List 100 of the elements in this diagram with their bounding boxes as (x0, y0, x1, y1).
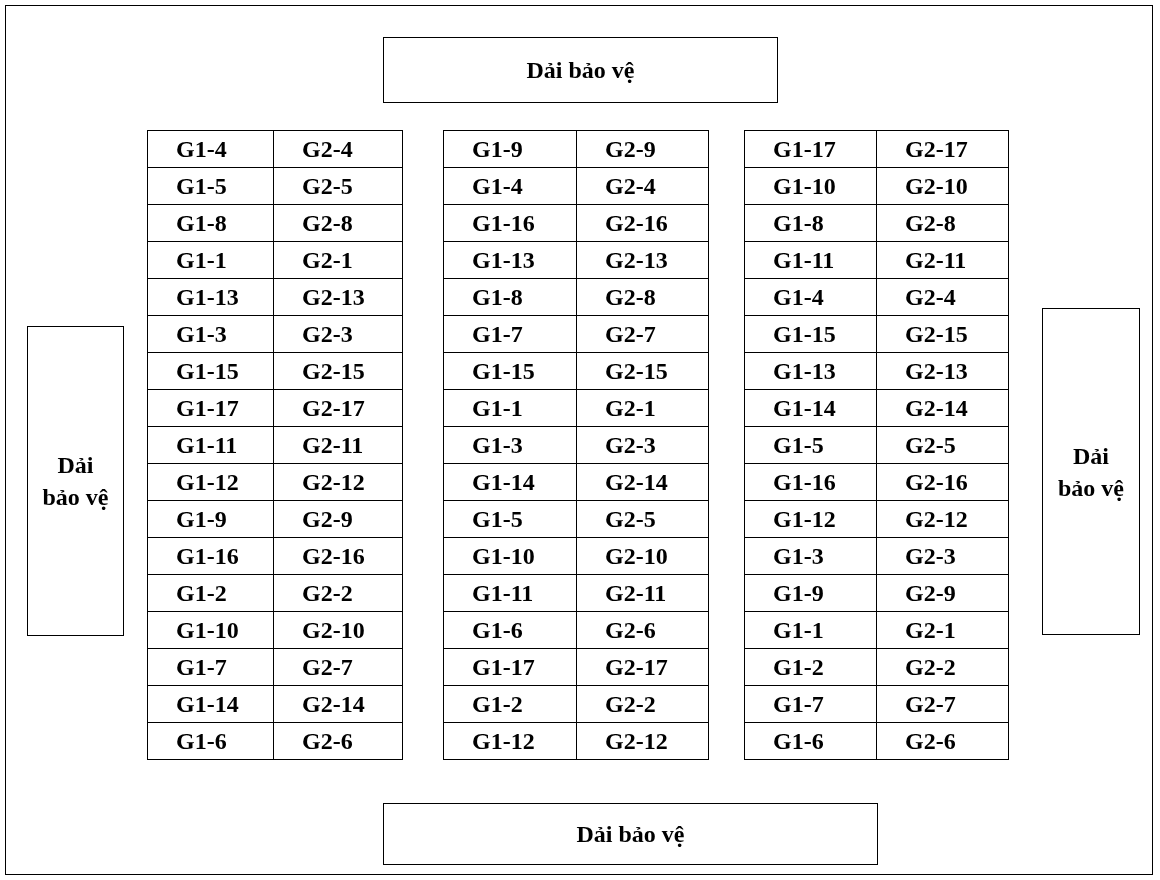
plot-cell: G1-15 (443, 352, 577, 390)
plot-cell: G1-1 (443, 389, 577, 427)
plot-cell: G1-13 (443, 241, 577, 279)
plot-cell: G2-10 (273, 611, 403, 649)
plot-cell: G1-13 (744, 352, 877, 390)
plot-cell: G1-6 (147, 722, 274, 760)
plot-cell: G1-3 (443, 426, 577, 464)
plot-cell: G1-9 (147, 500, 274, 538)
plot-cell: G1-12 (443, 722, 577, 760)
plot-cell: G1-7 (443, 315, 577, 353)
plot-cell: G1-4 (147, 130, 274, 168)
plot-cell: G2-4 (876, 278, 1009, 316)
plot-cell: G1-2 (147, 574, 274, 612)
plot-cell: G1-7 (147, 648, 274, 686)
plot-cell: G2-5 (876, 426, 1009, 464)
plot-cell: G1-11 (147, 426, 274, 464)
plot-cell: G2-13 (273, 278, 403, 316)
plot-cell: G2-2 (576, 685, 709, 723)
plot-cell: G2-15 (273, 352, 403, 390)
plot-cell: G2-10 (576, 537, 709, 575)
plot-cell: G1-8 (147, 204, 274, 242)
plot-cell: G1-15 (147, 352, 274, 390)
plot-cell: G1-6 (443, 611, 577, 649)
plot-cell: G1-3 (147, 315, 274, 353)
plot-cell: G1-5 (744, 426, 877, 464)
plot-cell: G2-4 (273, 130, 403, 168)
plot-cell: G1-1 (147, 241, 274, 279)
plot-cell: G2-8 (273, 204, 403, 242)
plot-cell: G1-3 (744, 537, 877, 575)
plot-cell: G2-6 (876, 722, 1009, 760)
plot-cell: G2-1 (273, 241, 403, 279)
plot-cell: G1-7 (744, 685, 877, 723)
plot-cell: G2-4 (576, 167, 709, 205)
plot-cell: G2-9 (876, 574, 1009, 612)
plot-cell: G2-8 (876, 204, 1009, 242)
plot-cell: G1-16 (744, 463, 877, 501)
plot-cell: G2-12 (273, 463, 403, 501)
plot-cell: G1-4 (744, 278, 877, 316)
plot-cell: G2-6 (576, 611, 709, 649)
plot-cell: G2-12 (876, 500, 1009, 538)
plot-cell: G2-13 (876, 352, 1009, 390)
plot-cell: G2-1 (576, 389, 709, 427)
plot-cell: G1-11 (744, 241, 877, 279)
plot-cell: G1-14 (744, 389, 877, 427)
plot-cell: G1-16 (443, 204, 577, 242)
plot-cell: G1-8 (744, 204, 877, 242)
protection-strip: Dải bảo vệ (383, 37, 778, 103)
plot-cell: G1-14 (443, 463, 577, 501)
plot-cell: G1-1 (744, 611, 877, 649)
plot-cell: G2-15 (576, 352, 709, 390)
plot-cell: G2-14 (576, 463, 709, 501)
plot-cell: G1-2 (744, 648, 877, 686)
plot-cell: G1-6 (744, 722, 877, 760)
plot-cell: G2-17 (876, 130, 1009, 168)
plot-cell: G1-4 (443, 167, 577, 205)
plot-cell: G2-17 (273, 389, 403, 427)
plot-cell: G1-17 (744, 130, 877, 168)
plot-cell: G1-14 (147, 685, 274, 723)
plot-cell: G2-8 (576, 278, 709, 316)
protection-strip: Dải bảo vệ (383, 803, 878, 865)
plot-cell: G1-12 (147, 463, 274, 501)
plot-cell: G2-7 (876, 685, 1009, 723)
plot-cell: G1-10 (147, 611, 274, 649)
plot-cell: G2-11 (576, 574, 709, 612)
plot-cell: G2-6 (273, 722, 403, 760)
plot-cell: G1-8 (443, 278, 577, 316)
plot-cell: G2-3 (576, 426, 709, 464)
plot-cell: G2-11 (876, 241, 1009, 279)
plot-cell: G2-11 (273, 426, 403, 464)
plot-cell: G1-15 (744, 315, 877, 353)
plot-cell: G2-13 (576, 241, 709, 279)
plot-cell: G2-2 (273, 574, 403, 612)
plot-cell: G2-12 (576, 722, 709, 760)
plot-cell: G1-17 (443, 648, 577, 686)
plot-cell: G2-16 (876, 463, 1009, 501)
plot-cell: G1-16 (147, 537, 274, 575)
plot-cell: G1-9 (443, 130, 577, 168)
protection-strip: Dải bảo vệ (27, 326, 124, 636)
plot-cell: G2-10 (876, 167, 1009, 205)
plot-cell: G2-14 (876, 389, 1009, 427)
plot-cell: G2-3 (273, 315, 403, 353)
plot-cell: G1-9 (744, 574, 877, 612)
plot-cell: G2-7 (273, 648, 403, 686)
plot-cell: G1-2 (443, 685, 577, 723)
protection-strip: Dải bảo vệ (1042, 308, 1140, 635)
plot-cell: G1-12 (744, 500, 877, 538)
plot-cell: G1-5 (147, 167, 274, 205)
plot-cell: G2-3 (876, 537, 1009, 575)
plot-cell: G1-11 (443, 574, 577, 612)
plot-cell: G2-9 (576, 130, 709, 168)
plot-cell: G2-14 (273, 685, 403, 723)
plot-cell: G1-10 (443, 537, 577, 575)
plot-cell: G1-10 (744, 167, 877, 205)
plot-cell: G2-7 (576, 315, 709, 353)
plot-cell: G2-1 (876, 611, 1009, 649)
plot-cell: G1-13 (147, 278, 274, 316)
plot-cell: G2-5 (576, 500, 709, 538)
plot-cell: G2-15 (876, 315, 1009, 353)
plot-cell: G2-5 (273, 167, 403, 205)
plot-cell: G2-16 (576, 204, 709, 242)
